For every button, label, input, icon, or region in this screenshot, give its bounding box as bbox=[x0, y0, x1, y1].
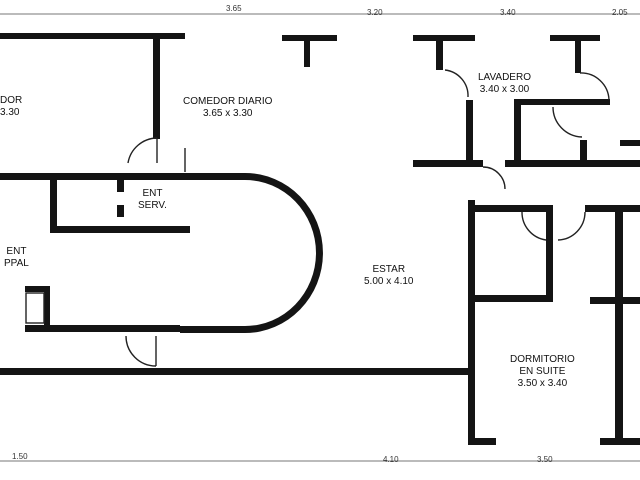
door-lavadero bbox=[444, 69, 469, 98]
wall-bed-mid bbox=[590, 297, 640, 304]
room-size-comedor: 3.30 bbox=[0, 107, 20, 118]
wall-ent-serv-stub2 bbox=[117, 205, 124, 217]
room-size-lavadero: 3.40 x 3.00 bbox=[479, 84, 530, 95]
door-comedor bbox=[127, 137, 186, 172]
room-name-estar: ESTAR bbox=[372, 264, 406, 275]
wall-ent-serv-stub bbox=[117, 180, 124, 192]
wall-right-bottom-stub bbox=[600, 438, 640, 445]
wall-bath-left bbox=[514, 99, 521, 165]
dim-bottom-1: 1.50 bbox=[12, 452, 28, 461]
room-label-ent-serv: ENT SERV. bbox=[138, 188, 167, 212]
dim-top-3: 3.40 bbox=[500, 8, 516, 17]
wall-entry-top bbox=[0, 173, 195, 180]
room-size-dormitorio: 3.50 x 3.40 bbox=[517, 378, 568, 389]
dim-top-4: 2.05 bbox=[612, 8, 628, 17]
room-label-lavadero: LAVADERO 3.40 x 3.00 bbox=[478, 72, 531, 96]
room-label-ent-ppal: ENT PPAL bbox=[4, 246, 29, 270]
room-name-comedor: DOR bbox=[0, 95, 23, 106]
wall-lavadero-left bbox=[436, 35, 443, 70]
wall-bath-right bbox=[580, 140, 587, 166]
wall-top-lavadero bbox=[413, 35, 475, 41]
wall-closet-right bbox=[546, 205, 553, 301]
wall-closet-bottom bbox=[475, 295, 553, 302]
wall-right-edge-top bbox=[620, 140, 640, 146]
wall-rounded-hall bbox=[180, 173, 323, 333]
room-label-comedor-diario: COMEDOR DIARIO 3.65 x 3.30 bbox=[183, 96, 272, 120]
dim-bottom-2: 4.10 bbox=[383, 455, 399, 464]
ent-ppal-closet bbox=[25, 292, 45, 324]
door-entry bbox=[125, 335, 157, 367]
door-bedroom bbox=[557, 211, 586, 241]
walls bbox=[0, 33, 640, 445]
door-hall bbox=[482, 166, 506, 190]
wall-comedor-divider bbox=[153, 36, 160, 139]
room-name-lavadero: LAVADERO bbox=[478, 72, 531, 83]
wall-bed-left bbox=[468, 200, 475, 445]
wall-main-horizontal bbox=[0, 368, 475, 375]
room-name-ent-ppal-1: ENT bbox=[6, 246, 27, 257]
wall-bed-bottom-stub bbox=[468, 438, 496, 445]
room-name-comedor-diario: COMEDOR DIARIO bbox=[183, 96, 273, 107]
wall-top-left bbox=[0, 33, 185, 39]
door-lavadero-right bbox=[579, 72, 610, 101]
wall-service-line-right bbox=[505, 160, 640, 167]
dim-top-2: 3.20 bbox=[367, 8, 383, 17]
wall-bed-right-col bbox=[615, 205, 623, 445]
dim-bottom-3: 3.50 bbox=[537, 455, 553, 464]
wall-top-stub-left-post bbox=[304, 35, 310, 67]
wall-ent-ppal-left bbox=[25, 286, 50, 292]
room-name-dormitorio-2: EN SUITE bbox=[519, 366, 566, 377]
room-size-estar: 5.00 x 4.10 bbox=[364, 276, 414, 287]
room-size-comedor-diario: 3.65 x 3.30 bbox=[202, 108, 253, 119]
room-label-estar: ESTAR 5.00 x 4.10 bbox=[364, 264, 413, 288]
wall-entry-bottom bbox=[50, 226, 190, 233]
room-name-ent-serv-2: SERV. bbox=[138, 200, 167, 211]
wall-entry-left bbox=[50, 173, 57, 233]
wall-entry-base bbox=[25, 325, 180, 332]
wall-service-line bbox=[413, 160, 483, 167]
wall-lavadero-mid bbox=[466, 100, 473, 166]
doors bbox=[25, 69, 610, 367]
wall-ent-ppal-post bbox=[44, 286, 50, 326]
wall-bath-top bbox=[514, 99, 610, 105]
room-label-comedor: DOR 3.30 bbox=[0, 95, 22, 119]
wall-bed-top-right bbox=[585, 205, 640, 212]
wall-lavadero-right-post bbox=[575, 35, 581, 73]
door-bath bbox=[552, 106, 583, 138]
door-closet bbox=[521, 211, 547, 241]
room-label-dormitorio: DORMITORIO EN SUITE 3.50 x 3.40 bbox=[510, 354, 575, 390]
room-name-ent-serv-1: ENT bbox=[142, 188, 163, 199]
dim-top-1: 3.65 bbox=[226, 4, 242, 13]
wall-bed-top bbox=[468, 205, 553, 212]
room-name-dormitorio-1: DORMITORIO bbox=[510, 354, 575, 365]
room-name-ent-ppal-2: PPAL bbox=[4, 258, 29, 269]
